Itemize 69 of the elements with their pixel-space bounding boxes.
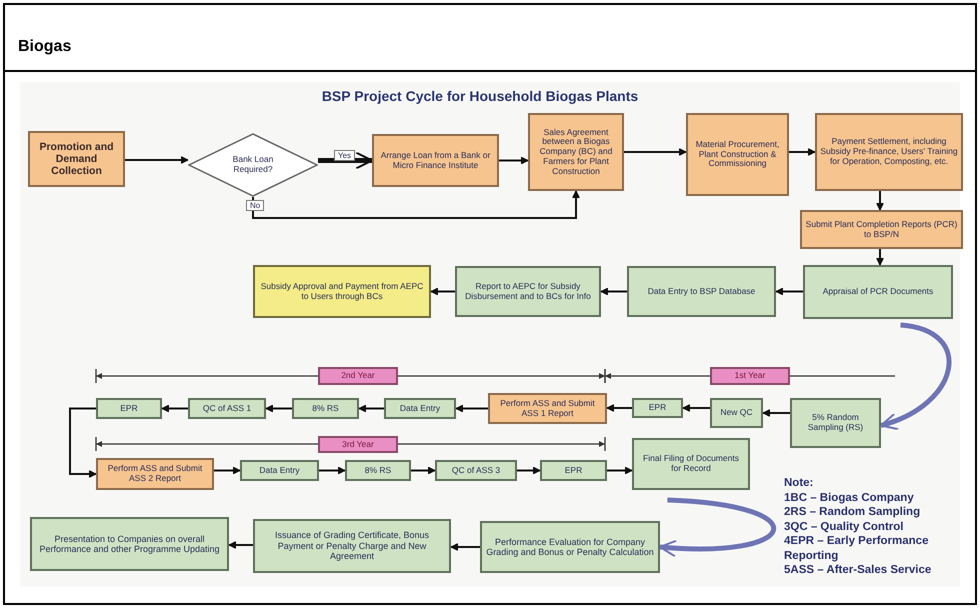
process-box: 8% RS xyxy=(292,398,359,419)
outcome-box: Subsidy Approval and Payment from AEPC to Users through BCs xyxy=(253,265,431,318)
arrow xyxy=(430,288,455,296)
process-box: Data Entry xyxy=(240,460,319,481)
arrow xyxy=(266,404,292,412)
arrow xyxy=(162,404,188,412)
edge-label: Yes xyxy=(334,150,356,161)
arrow xyxy=(228,541,253,549)
process-box: Performance Evaluation for Company Grading and Bonus or Penalty Calculation xyxy=(480,521,660,573)
arrow xyxy=(358,404,384,412)
note-text: 5ASS – After-Sales Service xyxy=(784,563,932,578)
subheading-text: BSP Project Cycle for Household Biogas Plants xyxy=(320,88,640,104)
process-box: Data Entry xyxy=(384,398,456,419)
arrow xyxy=(607,466,632,474)
process-box: Perform ASS and Submit ASS 2 Report xyxy=(96,458,214,490)
process-box: EPR xyxy=(540,460,607,481)
arrow xyxy=(762,409,790,417)
process-box: 5% Random Sampling (RS) xyxy=(790,398,881,448)
block-arrow xyxy=(659,498,776,557)
arrow xyxy=(411,466,436,474)
process-box: EPR xyxy=(96,398,162,419)
process-box: Data Entry to BSP Database xyxy=(627,266,776,317)
process-box: 8% RS xyxy=(345,460,411,481)
process-box: Arrange Loan from a Bank or Micro Finance Institute xyxy=(372,134,499,187)
page-heading: Biogas xyxy=(18,38,72,56)
year-label-box: 3rd Year xyxy=(318,436,398,453)
process-box: New QC xyxy=(710,398,763,428)
note-heading: Note: xyxy=(784,476,814,490)
note-text: 2RS – Random Sampling xyxy=(784,505,922,520)
arrow xyxy=(876,191,884,210)
process-box: EPR xyxy=(632,398,683,418)
process-box: Issuance of Grading Certificate, Bonus Payment or Penalty Charge and New Agreement xyxy=(253,519,451,573)
arrow xyxy=(69,408,96,478)
process-box: Payment Settlement, including Subsidy Pre-finance, Users' Training for Operation, Composting, etc. xyxy=(815,113,963,191)
process-box: Final Filing of Documents for Record xyxy=(632,438,750,490)
process-box: Submit Plant Completion Reports (PCR) to BSP/N xyxy=(800,210,963,249)
arrow xyxy=(450,543,480,551)
year-label-box: 2nd Year xyxy=(318,367,398,385)
decision-diamond: Bank Loan Required? xyxy=(188,133,318,197)
note-text: 4EPR – Early Performance Reporting xyxy=(784,534,930,563)
process-box: Perform ASS and Submit ASS 1 Report xyxy=(488,393,607,424)
block-arrow xyxy=(880,322,952,429)
year-label-box: 1st Year xyxy=(710,367,790,385)
process-box: QC of ASS 1 xyxy=(188,398,266,419)
process-box: Report to AEPC for Subsidy Disbursement and to BCs for Info xyxy=(455,266,601,317)
process-box: Material Procurement, Plant Construction & Commissioning xyxy=(686,113,789,196)
block-arrow xyxy=(318,152,373,170)
process-box: QC of ASS 3 xyxy=(435,460,517,481)
process-box: Presentation to Companies on overall Performance and other Programme Updating xyxy=(30,517,229,571)
arrow xyxy=(682,404,710,412)
note-text: 3QC – Quality Control xyxy=(784,520,904,534)
arrow xyxy=(125,156,188,164)
arrow xyxy=(252,190,580,219)
arrow xyxy=(319,466,346,474)
arrow xyxy=(789,148,816,156)
arrow xyxy=(499,156,528,164)
note-text: 1BC – Biogas Company xyxy=(784,490,915,505)
arrow xyxy=(776,288,803,296)
process-box: Sales Agreement between a Biogas Company (BC) and Farmers for Plant Construction xyxy=(528,113,624,191)
process-box: Promotion and Demand Collection xyxy=(28,131,125,187)
arrow xyxy=(876,249,884,266)
arrow xyxy=(456,404,488,412)
arrow xyxy=(600,288,627,296)
arrow xyxy=(606,404,632,412)
process-box: Appraisal of PCR Documents xyxy=(803,265,953,319)
arrow xyxy=(214,466,240,474)
edge-label: No xyxy=(246,200,264,211)
arrow xyxy=(517,466,540,474)
arrow xyxy=(624,148,686,156)
